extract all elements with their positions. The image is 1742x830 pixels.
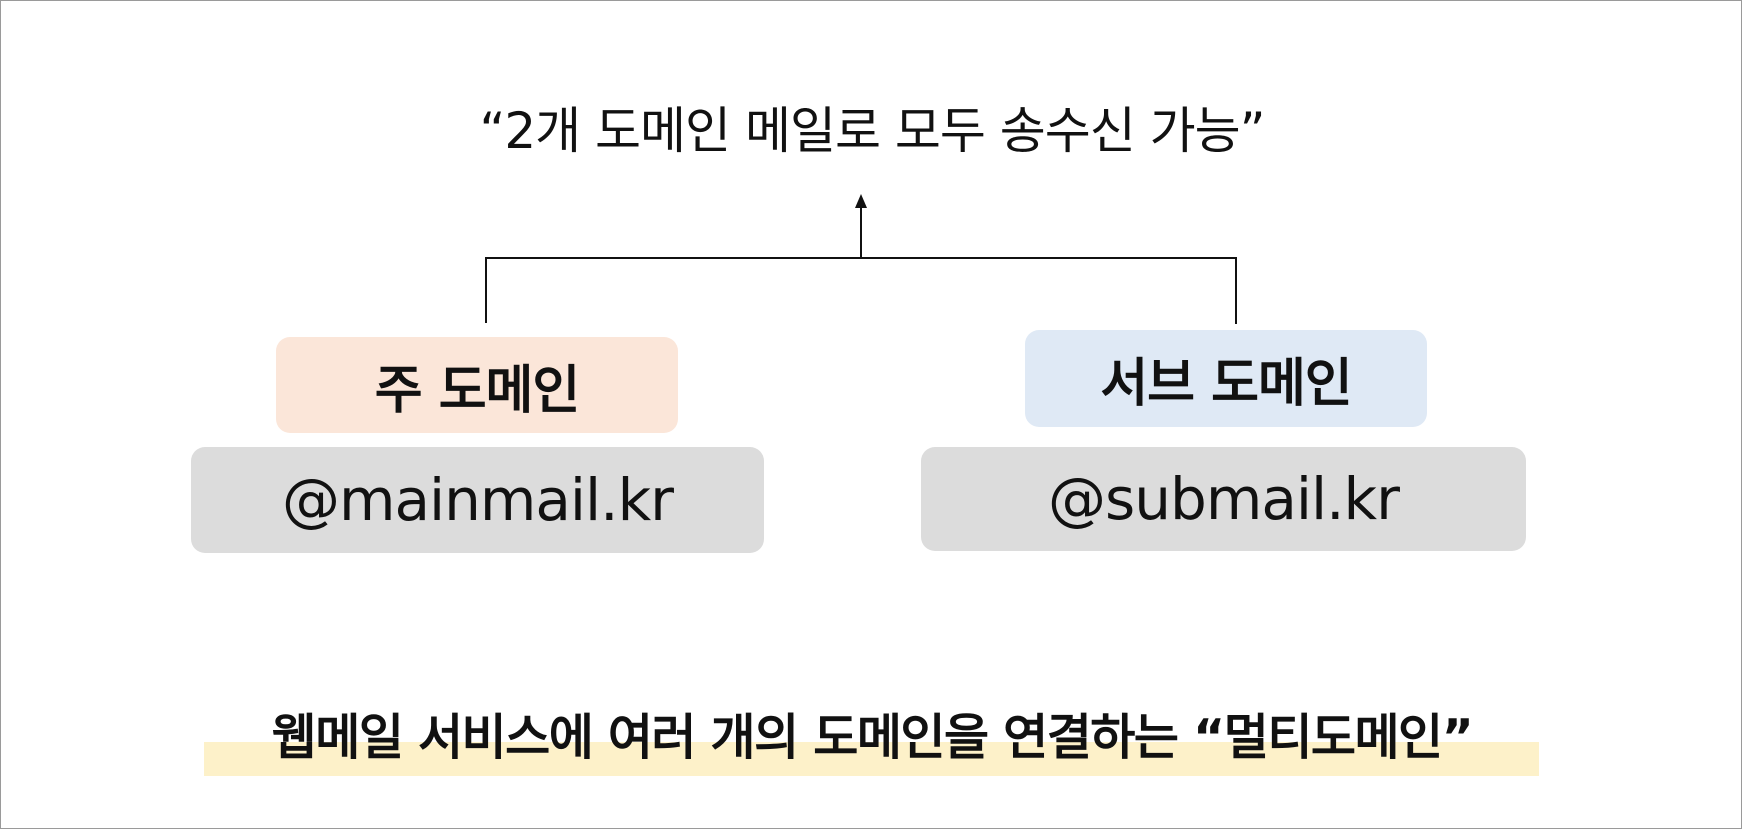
main-domain-label: 주 도메인: [276, 337, 678, 433]
sub-domain-label: 서브 도메인: [1025, 330, 1427, 427]
headline-text: “2개 도메인 메일로 모두 송수신 가능”: [479, 102, 1265, 160]
connector-left-branch: [485, 257, 861, 323]
main-domain-address: @mainmail.kr: [191, 447, 764, 553]
sub-domain-address: @submail.kr: [921, 447, 1526, 551]
caption-text: 웹메일 서비스에 여러 개의 도메인을 연결하는 “멀티도메인”: [271, 709, 1474, 766]
arrowhead-icon: [855, 194, 867, 208]
caption-highlight: [204, 742, 1539, 776]
connector-right-branch: [861, 257, 1237, 324]
